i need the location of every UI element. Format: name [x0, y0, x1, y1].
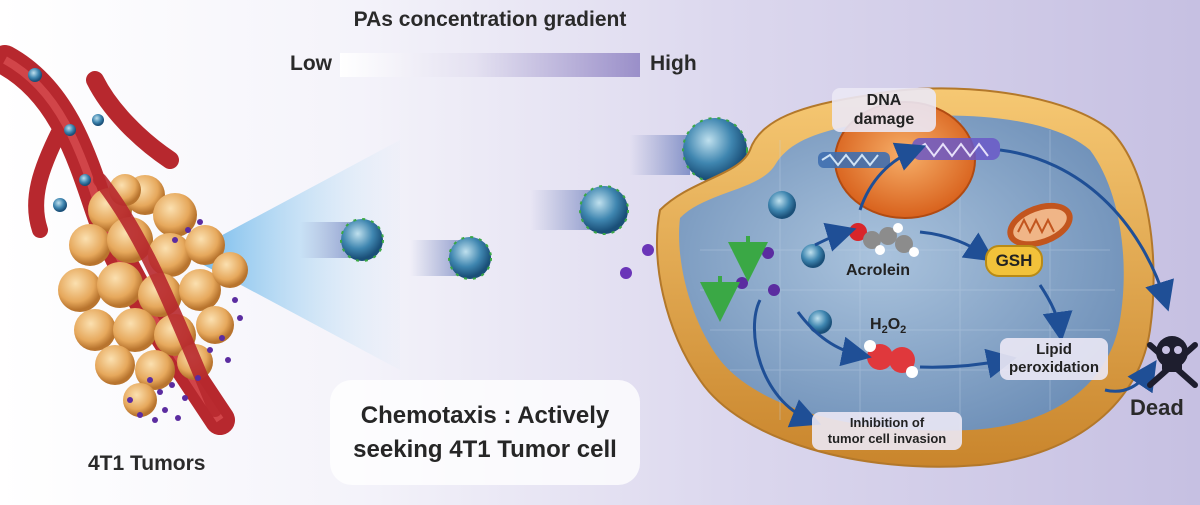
- dna-damage-label: DNA damage: [832, 88, 936, 132]
- moving-nanoparticle-3: [530, 185, 629, 235]
- gradient-high-label: High: [650, 52, 697, 75]
- lipid-peroxidation-label: Lipid peroxidation: [1000, 338, 1108, 380]
- dead-label: Dead: [1130, 395, 1184, 420]
- moving-nanoparticle-1: [300, 218, 384, 262]
- light-beam: [185, 140, 400, 370]
- chemotaxis-line-1: Chemotaxis : Actively: [360, 401, 610, 429]
- lipid-line-2: peroxidation: [1008, 359, 1099, 376]
- inhibition-line-2: tumor cell invasion: [827, 431, 947, 446]
- dna-damage-line-2: damage: [853, 111, 915, 128]
- chemotaxis-line-2: seeking 4T1 Tumor cell: [353, 435, 617, 463]
- gradient-title: PAs concentration gradient: [353, 8, 627, 31]
- green-arrows: [700, 236, 768, 322]
- moving-nanoparticle-2: [410, 236, 492, 280]
- inhibition-line-1: Inhibition of: [849, 415, 925, 430]
- free-polyamine-dots: [620, 244, 654, 279]
- vessel-nanoparticles: [28, 68, 104, 212]
- inhibition-label: Inhibition of tumor cell invasion: [812, 412, 962, 450]
- h2o2-sub-2: 2: [900, 324, 907, 337]
- acrolein-label: Acrolein: [846, 262, 911, 279]
- mitochondrion: [1007, 202, 1073, 248]
- h2o2-label: H2O2: [870, 316, 906, 336]
- moving-nanoparticle-4: [630, 117, 748, 183]
- lipid-line-1: Lipid: [1036, 341, 1072, 358]
- skull-crossbones-icon: [1147, 336, 1198, 388]
- h2o2-sub-1: 2: [881, 324, 888, 337]
- dna-damage-line-1: DNA: [866, 92, 902, 109]
- gradient-low-label: Low: [290, 52, 332, 75]
- dna-strands: [818, 138, 1000, 168]
- tumor-polyamine-dots: [127, 219, 243, 423]
- cell-nanoparticles: [768, 191, 832, 334]
- gsh-badge: GSH: [985, 245, 1043, 277]
- h2o2-h: H: [870, 316, 882, 333]
- tumor-label: 4T1 Tumors: [88, 452, 206, 475]
- chemotaxis-box: Chemotaxis : Actively seeking 4T1 Tumor …: [330, 380, 640, 485]
- h2o2-o: O: [887, 316, 901, 333]
- concentration-gradient-bar: [340, 53, 640, 77]
- pathway-arrows: [752, 142, 1174, 428]
